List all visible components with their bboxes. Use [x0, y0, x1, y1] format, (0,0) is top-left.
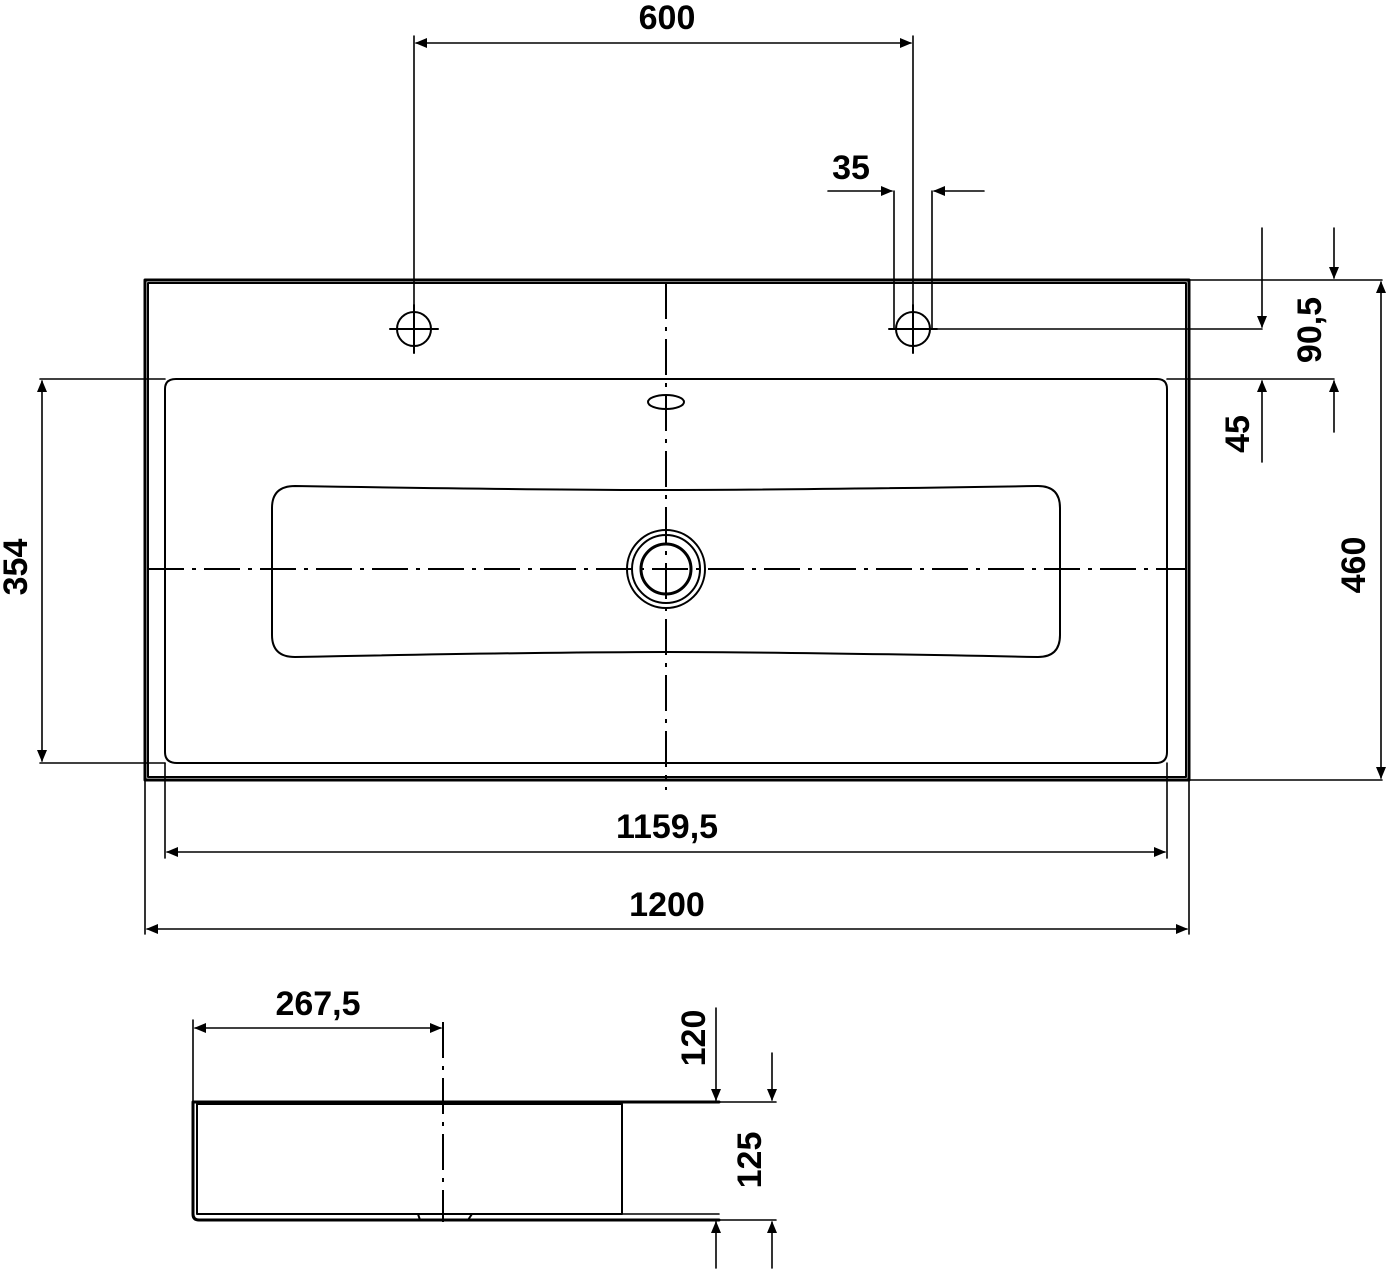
basin-outline: [164, 378, 1168, 764]
overflow-hole: [647, 394, 685, 410]
outer-outline: [143, 278, 1191, 782]
dim-label-1200: 1200: [629, 886, 705, 924]
dim-label-460: 460: [1335, 537, 1373, 594]
side-view: 267,5 120 125: [191, 985, 777, 1269]
drain: [626, 529, 706, 609]
dim-widths: 1159,5 1200: [144, 762, 1190, 935]
side-outline: [191, 1100, 721, 1222]
dim-label-600: 600: [639, 0, 696, 37]
tap-hole-right: [888, 304, 938, 354]
side-basin-section: [196, 1103, 623, 1215]
dim-label-45: 45: [1219, 415, 1257, 453]
dim-tap-spacing: 600: [413, 0, 914, 307]
dim-label-1159-5: 1159,5: [616, 808, 718, 846]
dim-label-354: 354: [0, 539, 35, 596]
dim-basin-depth: 354: [0, 378, 166, 764]
dim-label-125: 125: [731, 1132, 769, 1189]
drain-channel: [271, 485, 1061, 658]
dim-label-120: 120: [675, 1010, 713, 1067]
top-view: [143, 278, 1191, 790]
dim-label-35: 35: [832, 149, 870, 187]
dim-label-90-5: 90,5: [1291, 297, 1329, 363]
dim-tap-hole: 35: [827, 149, 985, 330]
dim-label-267-5: 267,5: [275, 985, 360, 1023]
tap-hole-left: [389, 304, 439, 354]
dim-right-offsets: 45 90,5 460: [931, 227, 1386, 781]
